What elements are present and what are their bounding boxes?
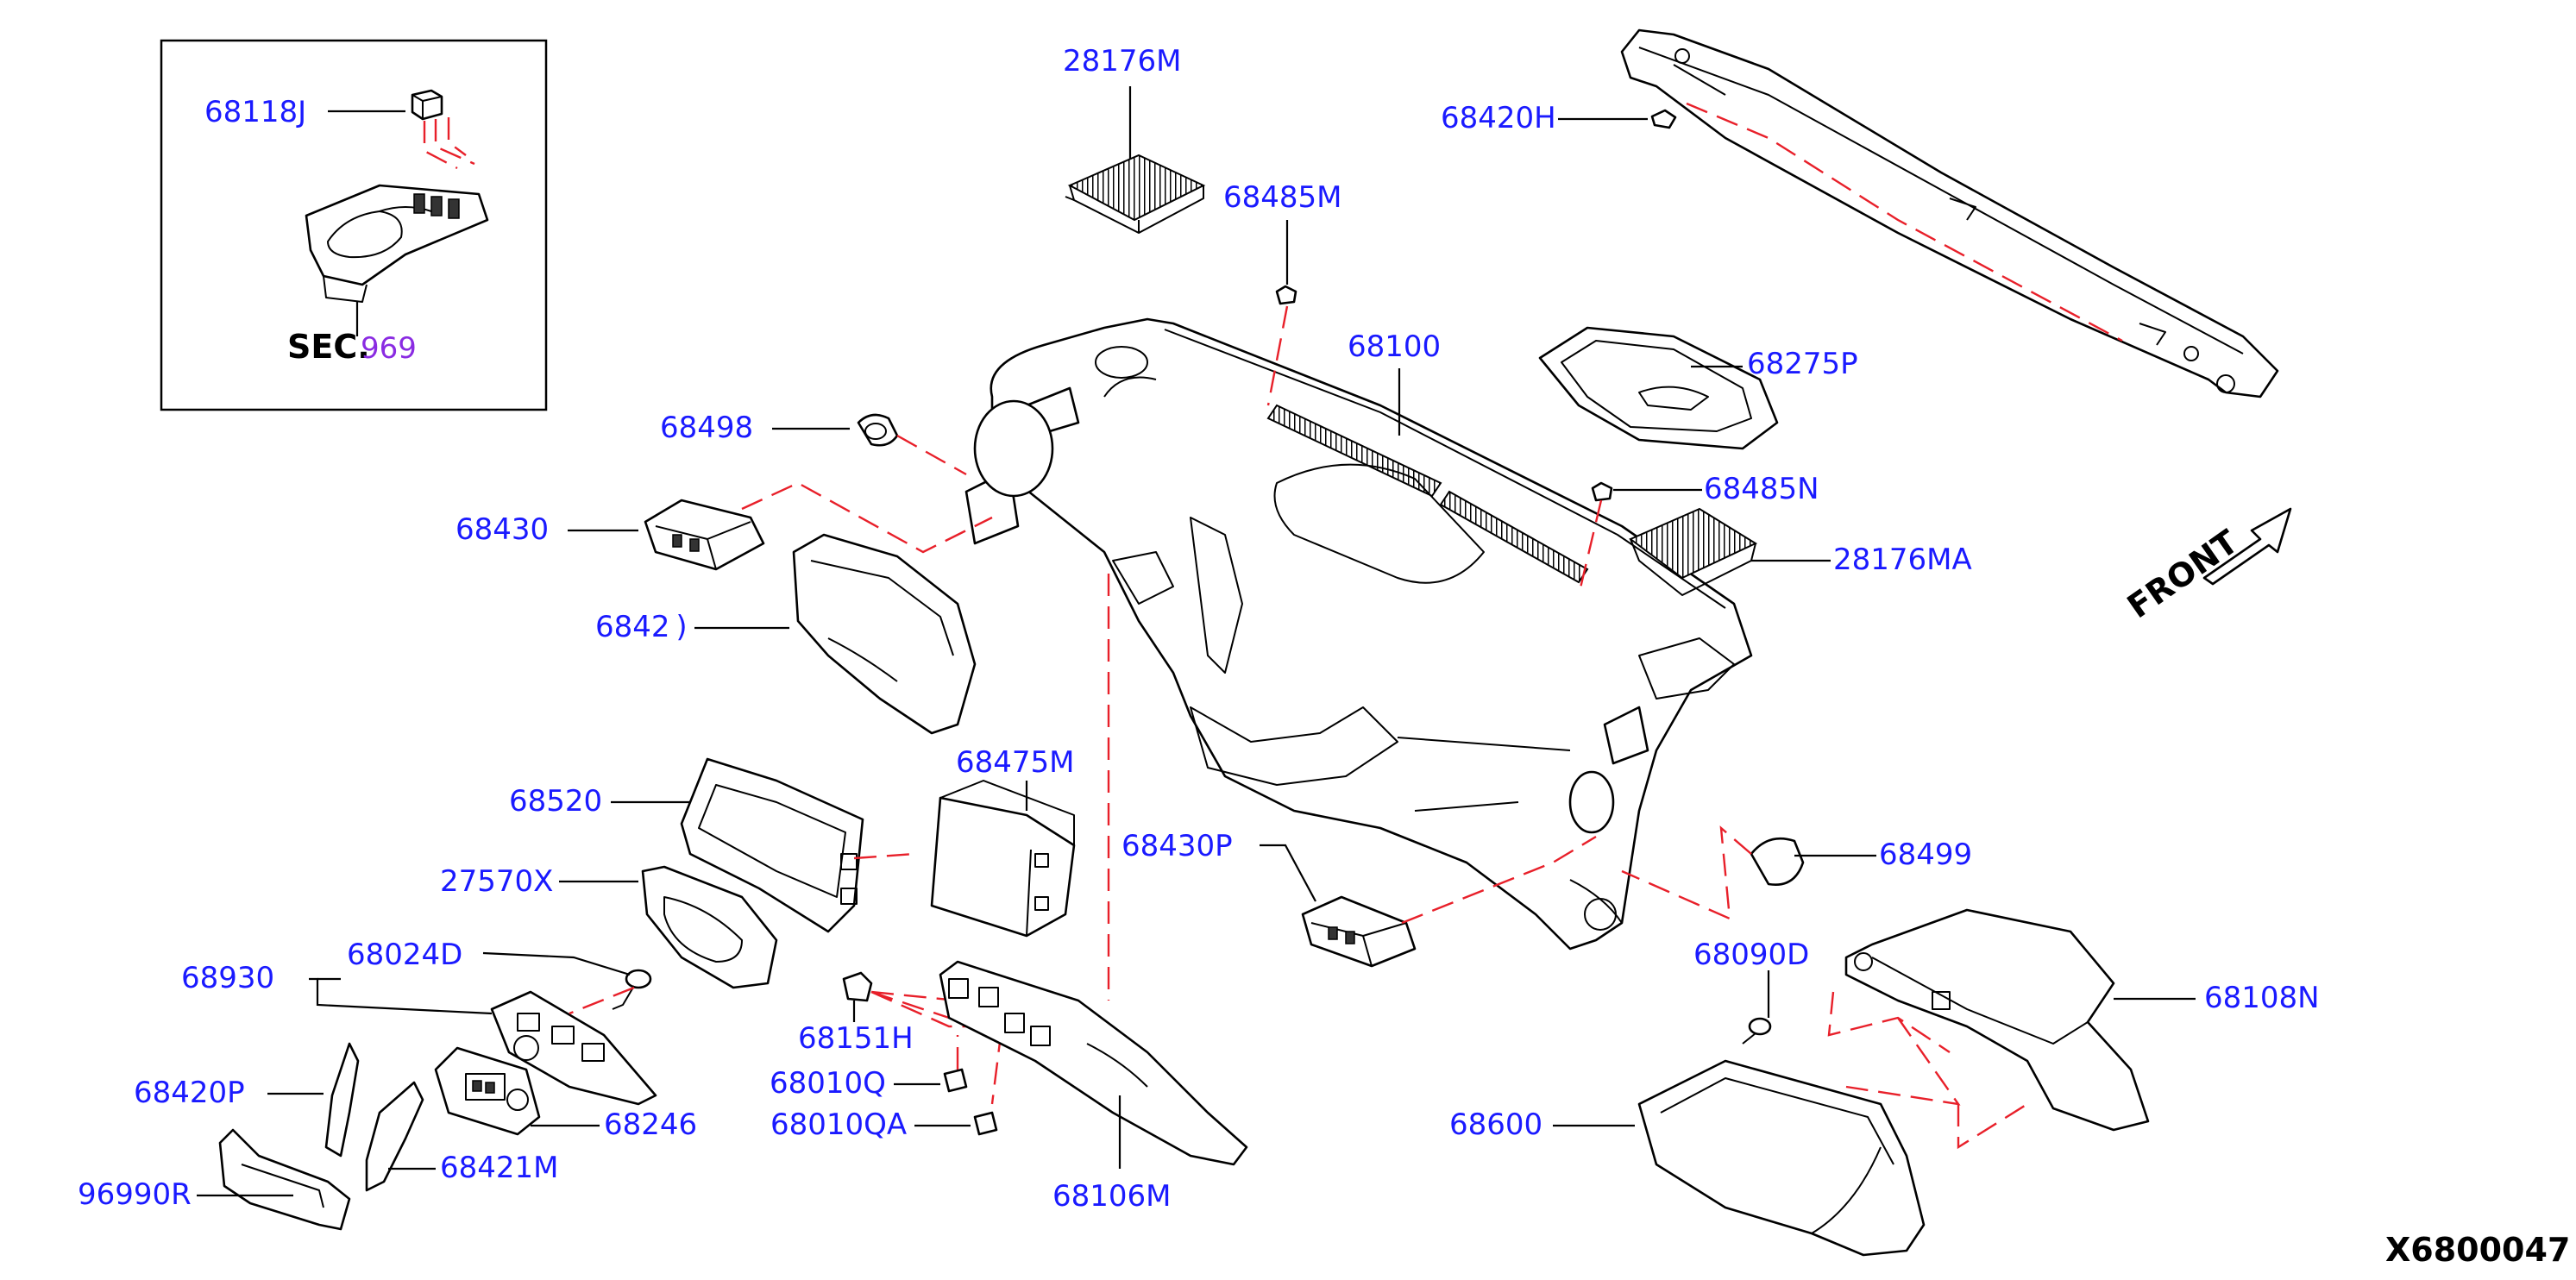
clip-68010Q-part	[943, 1068, 968, 1093]
label-68520: 68520	[509, 784, 602, 819]
label-68010QA: 68010QA	[770, 1107, 907, 1142]
label-68930: 68930	[181, 961, 274, 995]
clip-68498-part	[857, 413, 899, 447]
label-68010Q: 68010Q	[770, 1066, 886, 1101]
bracket-68430-part	[644, 499, 765, 571]
label-68024D: 68024D	[347, 938, 462, 972]
label-68100: 68100	[1348, 329, 1441, 364]
glove-box-68600-part	[1637, 1059, 1926, 1257]
instrument-panel-main-body	[964, 317, 1753, 951]
clip-68485M-part	[1275, 285, 1297, 305]
label-27570X: 27570X	[440, 864, 553, 899]
clip-68485N-part	[1591, 481, 1613, 502]
label-68485M: 68485M	[1223, 180, 1342, 215]
part-label-68118J: 68118J	[204, 95, 306, 129]
diagram-id: X6800047	[2385, 1231, 2570, 1269]
label-6842D: 6842 )	[595, 610, 688, 644]
label-68090D: 68090D	[1693, 938, 1809, 972]
filter-28176M-part	[1065, 154, 1206, 234]
bracket-68430P-part	[1301, 895, 1417, 968]
label-68475M: 68475M	[956, 745, 1075, 780]
finisher-68421M-part	[365, 1081, 424, 1192]
label-28176MA: 28176MA	[1833, 543, 1972, 577]
inset-box: SEC. 969 68118J	[160, 39, 548, 411]
control-68246-part	[434, 1046, 541, 1136]
label-68430P: 68430P	[1122, 829, 1233, 863]
steering-member-68420H-part	[1620, 28, 2279, 398]
display-finisher-68520-part	[680, 757, 864, 933]
front-direction-arrow	[2202, 507, 2292, 586]
label-68420H: 68420H	[1441, 101, 1556, 135]
label-68485N: 68485N	[1704, 472, 1819, 506]
label-68498: 68498	[660, 411, 753, 445]
label-68499: 68499	[1879, 838, 1972, 872]
cluster-lid-6842D-part	[792, 533, 977, 735]
clip-68420H-part	[1650, 109, 1677, 129]
clip-68151H-part	[842, 971, 873, 1002]
label-68106M: 68106M	[1052, 1179, 1172, 1214]
label-68420P: 68420P	[134, 1076, 245, 1110]
lower-cover-68106M-part	[939, 960, 1248, 1166]
label-28176M: 28176M	[1063, 44, 1182, 78]
clip-68118J-part	[411, 89, 443, 121]
switch-panel-68930-part	[490, 990, 657, 1106]
clip-68010QA-part	[973, 1111, 998, 1136]
label-68430: 68430	[456, 512, 549, 547]
cup-holder-finisher-part	[305, 184, 489, 303]
label-68151H: 68151H	[798, 1021, 914, 1056]
tray-68275P-part	[1538, 326, 1779, 450]
label-68600: 68600	[1449, 1107, 1542, 1142]
finisher-68420P-part	[324, 1042, 360, 1158]
screw-68090D-part	[1742, 1017, 1772, 1045]
screw-68024D-part	[612, 969, 652, 1010]
label-68275P: 68275P	[1747, 347, 1858, 381]
pocket-68475M-part	[930, 780, 1076, 938]
sec-prefix-label: SEC.	[287, 328, 370, 366]
sec-number-label: 969	[361, 331, 417, 366]
panel-27570X-part	[641, 865, 778, 989]
part-labels: 28176M 68420H 68485M 68100 68275P 68498 …	[78, 44, 2320, 1214]
label-68246: 68246	[604, 1107, 697, 1142]
glove-box-lid-68108N-part	[1844, 908, 2150, 1132]
plug-68499-part	[1750, 837, 1805, 887]
label-68108N: 68108N	[2204, 981, 2320, 1015]
label-68421M: 68421M	[440, 1151, 559, 1185]
filter-28176MA-part	[1629, 507, 1758, 596]
label-96990R: 96990R	[78, 1177, 192, 1212]
